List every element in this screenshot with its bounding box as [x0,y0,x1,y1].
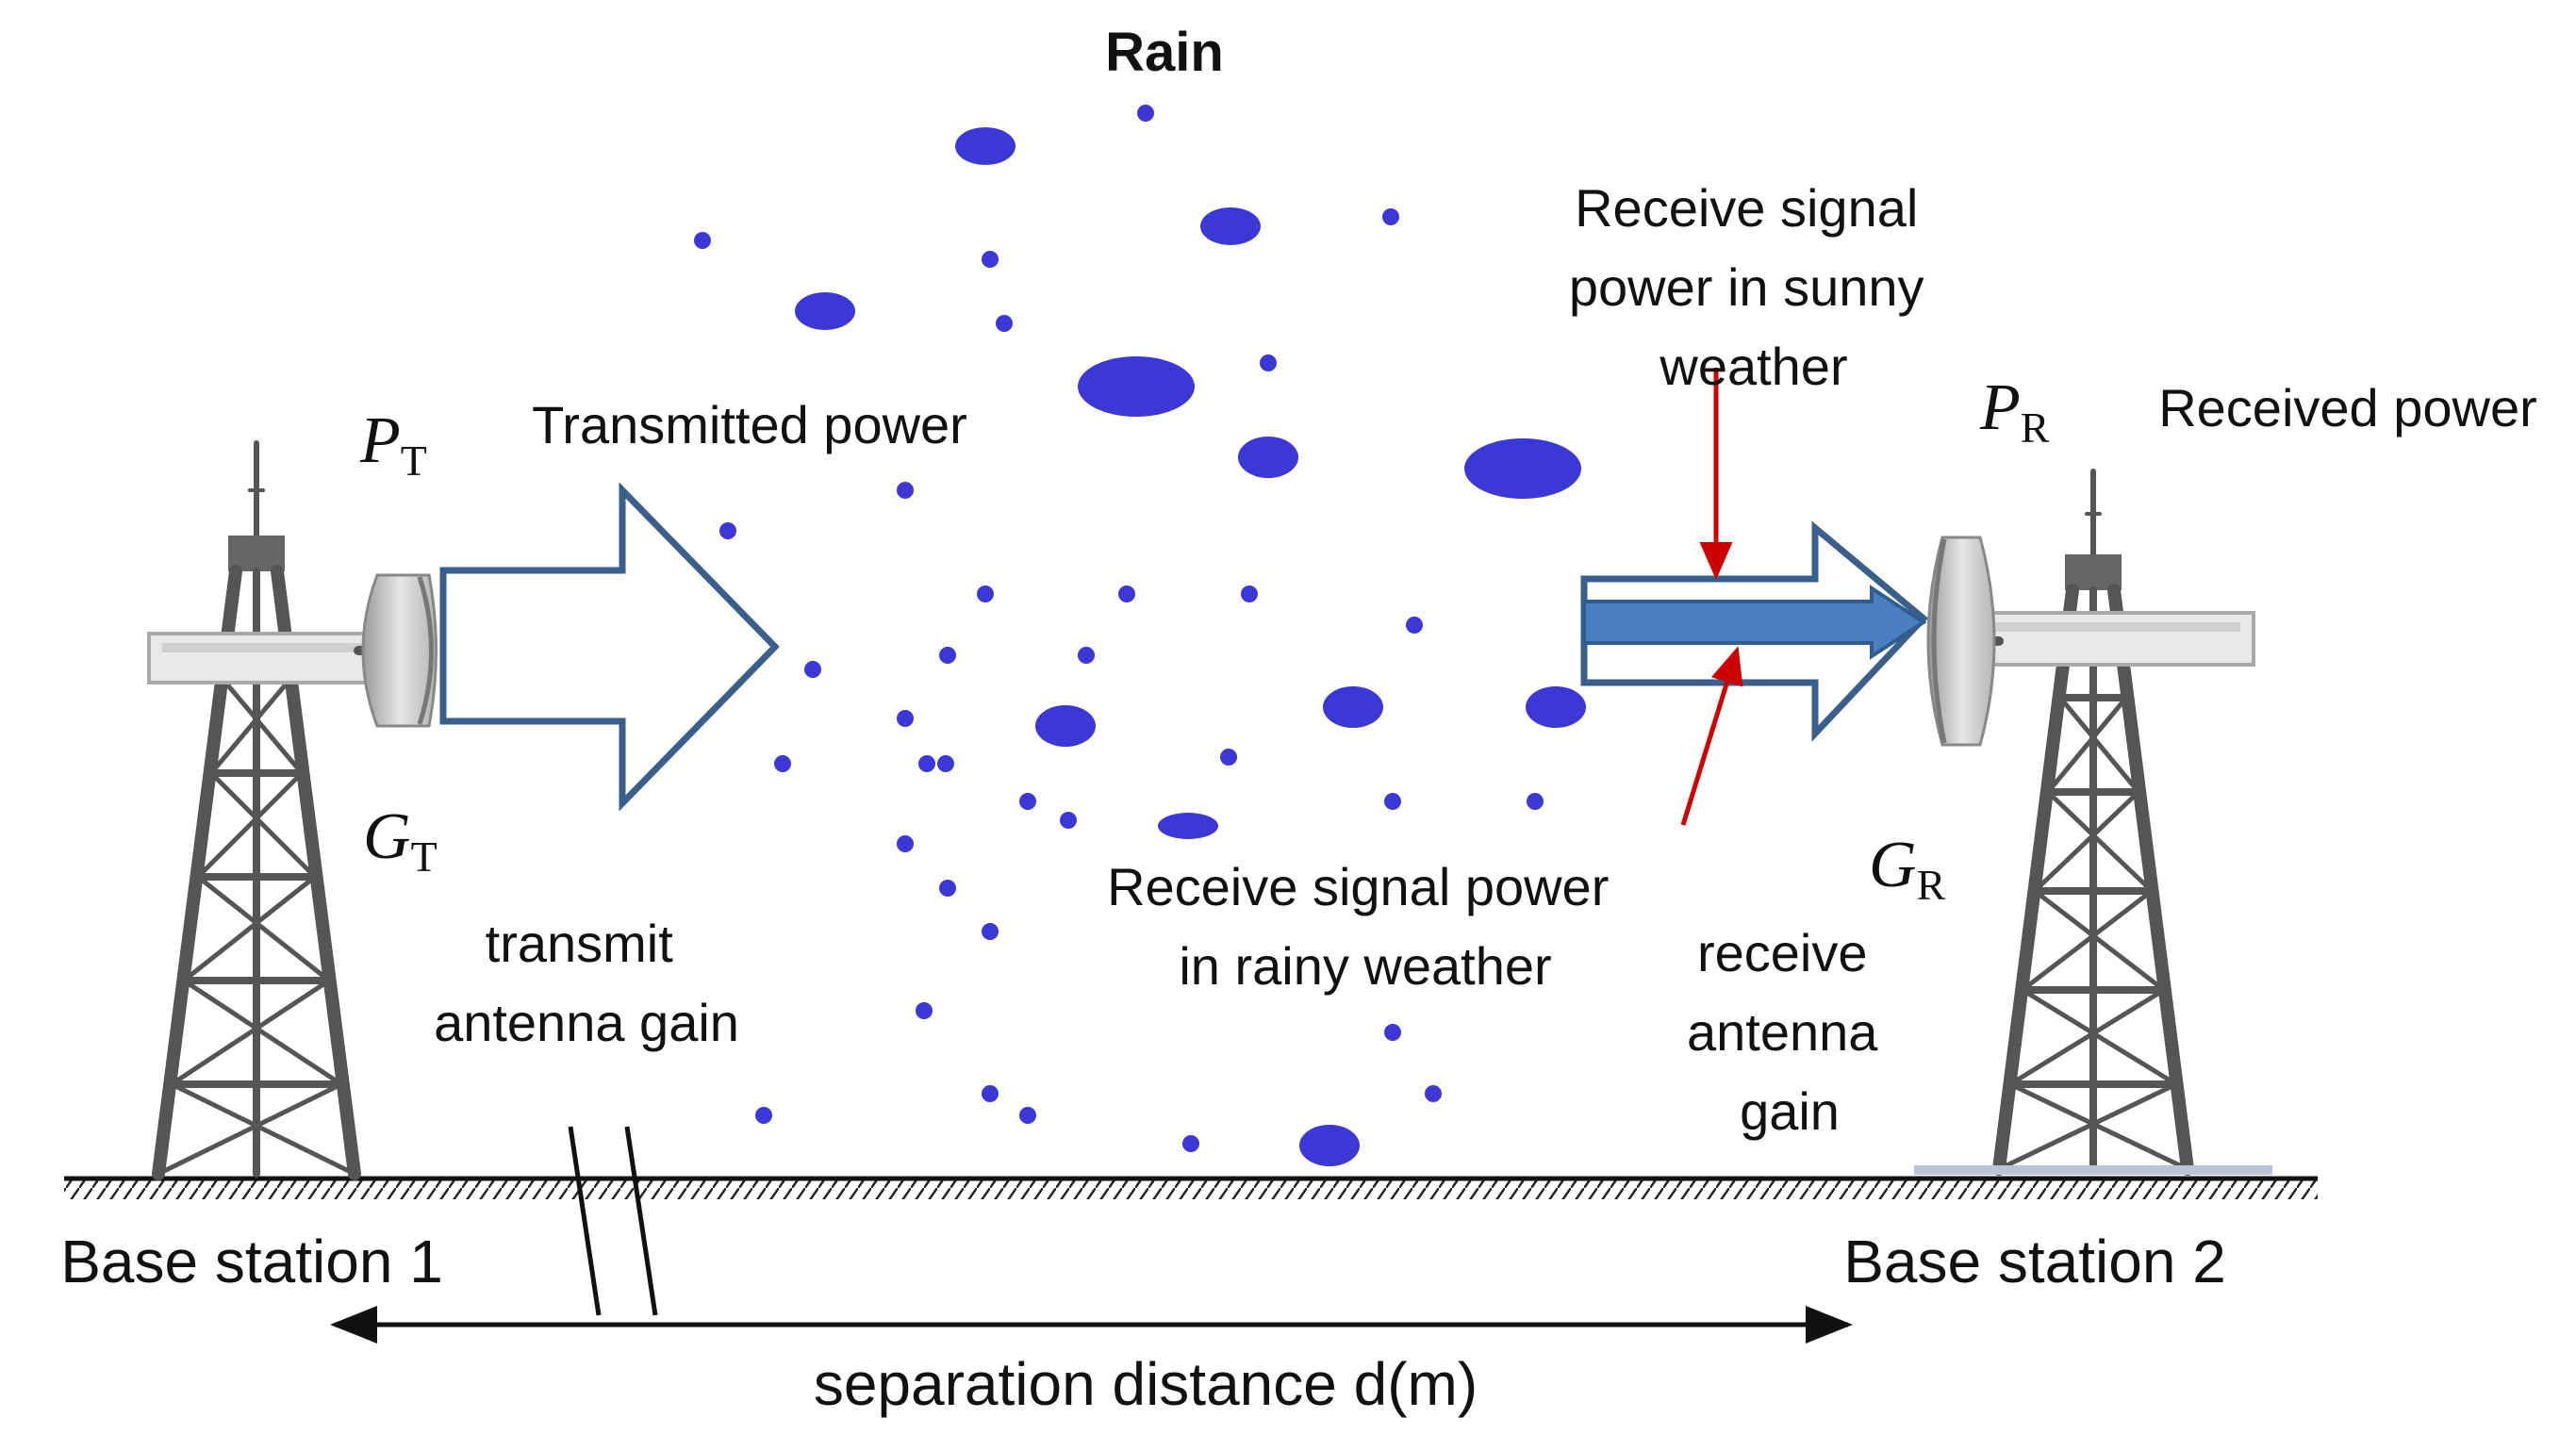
separation-distance-label: separation distance d(m) [814,1350,1478,1418]
rain-drop [982,251,999,268]
base-station-1-tower [147,440,387,1180]
rain-drop [977,585,994,602]
rain-drop [1384,1024,1401,1041]
rainy-received-power-arrow [1582,585,1927,660]
rainy-annotation-arrow [1680,646,1743,826]
rain-drop [1241,585,1258,602]
base-station-1-label: Base station 1 [60,1228,443,1295]
received-power-label: Received power [2158,378,2537,437]
rain-drop [982,1085,999,1102]
rain-drop [774,755,791,772]
rain-drop [1078,356,1195,417]
rain-drop [795,292,855,330]
rain-drop [1425,1085,1442,1102]
rain-drop [897,835,914,852]
rain-drop [1238,437,1298,478]
rain-drop [1384,793,1401,810]
rain-drop [1406,617,1423,634]
rain-drop [1137,105,1154,122]
transmit-dish [361,573,438,728]
rain-drop [755,1107,772,1124]
transmit-antenna-gain-label: transmit antenna gain [434,914,739,1052]
rain-drop [937,755,954,772]
rain-drop [939,647,956,664]
rain-drop [804,661,821,678]
rain-drop [996,315,1013,332]
rain-drop [694,232,711,249]
transmitted-power-arrow [439,482,780,812]
rain-drop [939,880,956,897]
gr-symbol: GR [1869,829,1946,909]
rain-drops [694,105,1586,1166]
rain-drop [1200,207,1261,245]
diagram-title: Rain [1105,22,1224,83]
rain-drop [897,710,914,727]
distance-break-mark [568,1126,658,1316]
receive-antenna-gain-label: receive antenna gain [1687,923,1892,1141]
rain-drop [1019,793,1036,810]
rain-drop [1158,813,1218,839]
rain-drop [1078,647,1095,664]
rain-drop [719,522,736,539]
gt-symbol: GT [363,800,438,881]
rain-drop [1118,585,1135,602]
rain-drop [1526,686,1586,728]
ground [64,1176,2318,1199]
transmitted-power-label: Transmitted power [532,395,967,454]
rain-drop [897,482,914,499]
rainy-signal-label: Receive signal power in rainy weather [1107,857,1624,996]
sunny-signal-label: Receive signal power in sunny weather [1569,178,1939,396]
rain-drop [916,1002,933,1019]
rain-drop [1220,749,1237,766]
rain-drop [982,923,999,940]
rain-drop [1527,793,1544,810]
rain-drop [1382,208,1399,225]
rain-drop [1060,812,1077,829]
rain-drop [1182,1135,1199,1152]
rain-drop [1260,355,1277,371]
rain-drop [1323,686,1383,728]
base-station-2-tower [1914,469,2272,1176]
rain-drop [955,127,1016,165]
rain-drop [918,755,935,772]
pt-symbol: PT [359,404,427,485]
rain-drop [1299,1125,1360,1166]
pr-symbol: PR [1979,371,2050,452]
base-station-2-label: Base station 2 [1843,1228,2226,1295]
rain-drop [1464,438,1581,499]
rain-drop [1019,1107,1036,1124]
receive-dish [1926,536,1996,747]
rain-drop [1035,705,1096,747]
